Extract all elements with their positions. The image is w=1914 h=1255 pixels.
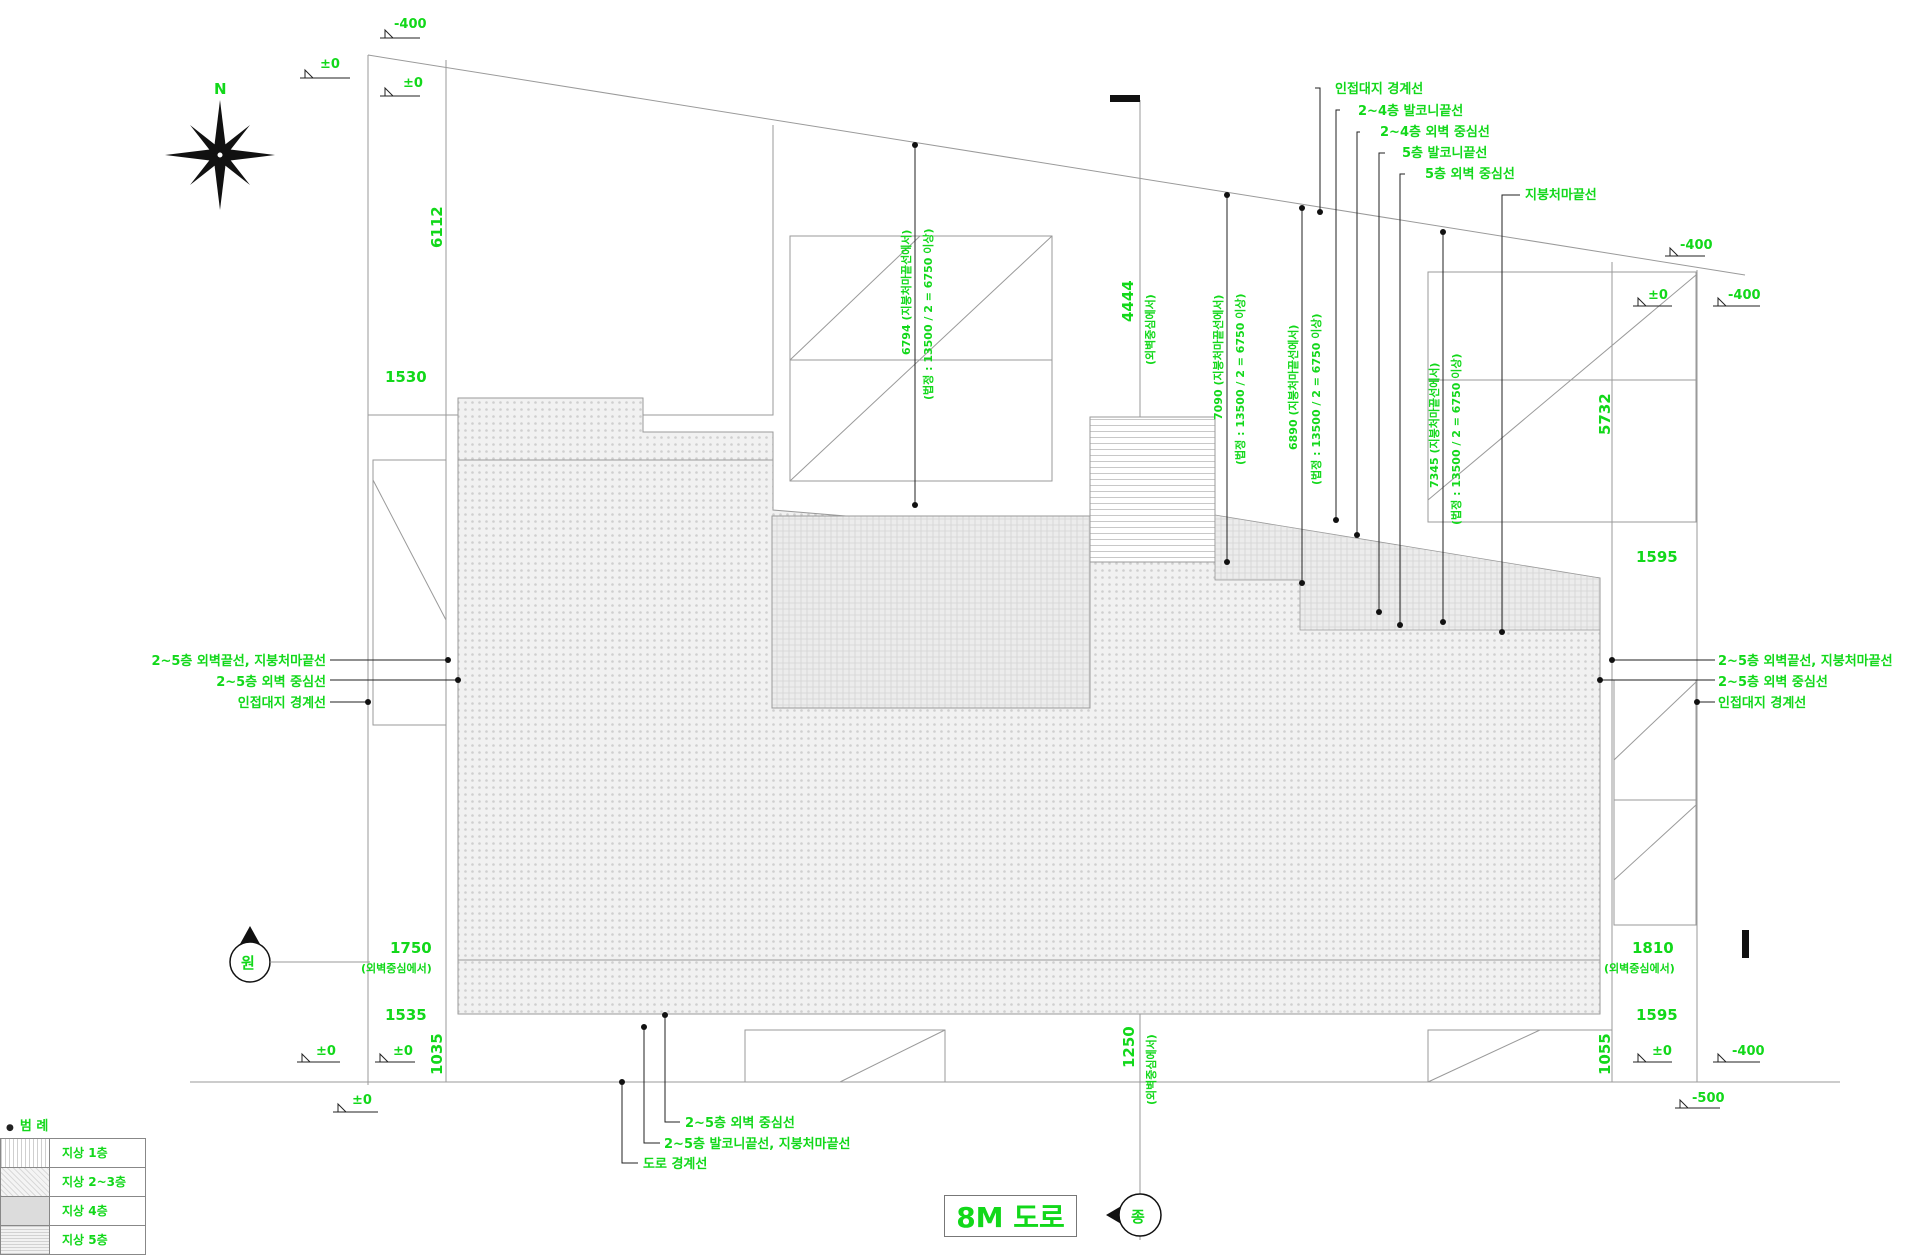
level-zero-a: ±0 xyxy=(320,57,340,72)
level-zero-bl1: ±0 xyxy=(316,1044,336,1059)
dim-1750: 1750 xyxy=(390,939,432,957)
label-top-right-0: 인접대지 경계선 xyxy=(1335,81,1423,97)
level-m400-right1: -400 xyxy=(1680,238,1713,253)
level-zero-bl2: ±0 xyxy=(393,1044,413,1059)
label-left-2: 인접대지 경계선 xyxy=(238,695,326,711)
dim-4444: 4444 xyxy=(1119,280,1137,322)
dim-1810: 1810 xyxy=(1632,939,1674,957)
label-right-2: 인접대지 경계선 xyxy=(1718,695,1806,711)
dim-6890: 6890 (지붕처마끝선에서) xyxy=(1286,325,1300,450)
legend-item: 지상 1층 xyxy=(0,1138,146,1167)
dim-7345-note: (법정 : 13500 / 2 = 6750 이상) xyxy=(1449,353,1463,525)
dim-6794: 6794 (지붕처마끝선에서) xyxy=(899,230,913,355)
legend-item-label: 지상 2~3층 xyxy=(62,1175,127,1189)
leader-lines xyxy=(330,87,1715,1164)
dim-1035: 1035 xyxy=(428,1033,446,1075)
direction-marker-east xyxy=(1106,1193,1162,1237)
label-bottom-0: 2~5층 외벽 중심선 xyxy=(685,1115,795,1131)
label-top-right-1: 2~4층 발코니끝선 xyxy=(1358,103,1463,119)
dim-1595-bottom: 1595 xyxy=(1636,1006,1678,1024)
dim-6794-note: (법정 : 13500 / 2 = 6750 이상) xyxy=(921,228,935,400)
dim-1530: 1530 xyxy=(385,368,427,386)
section-markers xyxy=(1110,95,1749,958)
dimension-labels: 6112 1530 6794 (지붕처마끝선에서) (법정 : 13500 / … xyxy=(361,206,1678,1105)
label-top-right-3: 5층 발코니끝선 xyxy=(1402,145,1487,161)
dim-5732: 5732 xyxy=(1596,393,1614,435)
label-top-right-2: 2~4층 외벽 중심선 xyxy=(1380,124,1490,140)
annotation-labels: 인접대지 경계선 2~4층 발코니끝선 2~4층 외벽 중심선 5층 발코니끝선… xyxy=(151,81,1892,1172)
level-zero-b: ±0 xyxy=(403,76,423,91)
direction-label-east: 종 xyxy=(1131,1208,1145,1226)
road-label: 8M 도로 xyxy=(944,1195,1077,1237)
legend-item-label: 지상 4층 xyxy=(62,1204,108,1218)
dim-7090-note: (법정 : 13500 / 2 = 6750 이상) xyxy=(1233,293,1247,465)
label-left-1: 2~5층 외벽 중심선 xyxy=(216,674,326,690)
label-top-right-4: 5층 외벽 중심선 xyxy=(1425,166,1515,182)
direction-label-west: 원 xyxy=(241,954,255,972)
direction-marker-west xyxy=(229,926,370,983)
level-m400-right2: -400 xyxy=(1728,288,1761,303)
label-bottom-1: 2~5층 발코니끝선, 지붕처마끝선 xyxy=(664,1136,851,1152)
legend-item: 지상 4층 xyxy=(0,1196,146,1225)
label-right-1: 2~5층 외벽 중심선 xyxy=(1718,674,1828,690)
dim-4444-note: (외벽중심에서) xyxy=(1143,294,1157,365)
level-zero-right: ±0 xyxy=(1648,288,1668,303)
dim-1250-note: (외벽중심에서) xyxy=(1144,1034,1158,1105)
legend-swatch xyxy=(1,1226,50,1254)
legend-item-label: 지상 5층 xyxy=(62,1233,108,1247)
dim-1055: 1055 xyxy=(1596,1033,1614,1075)
legend-item: 지상 2~3층 xyxy=(0,1167,146,1196)
level-labels: -400 ±0 ±0 -400 ±0 -400 ±0 ±0 ±0 ±0 -400… xyxy=(316,17,1765,1108)
label-top-right-5: 지붕처마끝선 xyxy=(1525,187,1597,203)
legend-swatch xyxy=(1,1139,50,1167)
legend-title: 범 례 xyxy=(6,1116,150,1138)
label-right-0: 2~5층 외벽끝선, 지붕처마끝선 xyxy=(1718,653,1893,669)
dim-1750-note: (외벽중심에서) xyxy=(361,961,432,975)
dim-7090: 7090 (지붕처마끝선에서) xyxy=(1211,295,1225,420)
dim-1250: 1250 xyxy=(1120,1026,1138,1068)
level-zero-bl3: ±0 xyxy=(352,1093,372,1108)
legend-item-label: 지상 1층 xyxy=(62,1146,108,1160)
dim-1595-top: 1595 xyxy=(1636,548,1678,566)
legend: 범 례 지상 1층 지상 2~3층 지상 4층 지상 5층 xyxy=(0,1116,150,1255)
level-m400-br: -400 xyxy=(1732,1044,1765,1059)
label-bottom-2: 도로 경계선 xyxy=(643,1156,707,1172)
legend-swatch xyxy=(1,1197,50,1225)
dim-6890-note: (법정 : 13500 / 2 = 6750 이상) xyxy=(1309,313,1323,485)
compass-icon xyxy=(165,100,275,210)
level-m400-top: -400 xyxy=(394,17,427,32)
dim-6112: 6112 xyxy=(428,206,446,248)
label-left-0: 2~5층 외벽끝선, 지붕처마끝선 xyxy=(151,653,326,669)
north-label: N xyxy=(214,80,227,98)
legend-item: 지상 5층 xyxy=(0,1225,146,1255)
level-marks xyxy=(297,28,1760,1113)
level-zero-br: ±0 xyxy=(1652,1044,1672,1059)
dim-7345: 7345 (지붕처마끝선에서) xyxy=(1427,363,1441,488)
neighbor-outlines xyxy=(368,72,1697,1083)
dim-1810-note: (외벽중심에서) xyxy=(1604,961,1675,975)
level-m500-br: -500 xyxy=(1692,1091,1725,1106)
legend-swatch xyxy=(1,1168,50,1196)
building-footprint xyxy=(457,397,1601,1015)
dim-1535: 1535 xyxy=(385,1006,427,1024)
